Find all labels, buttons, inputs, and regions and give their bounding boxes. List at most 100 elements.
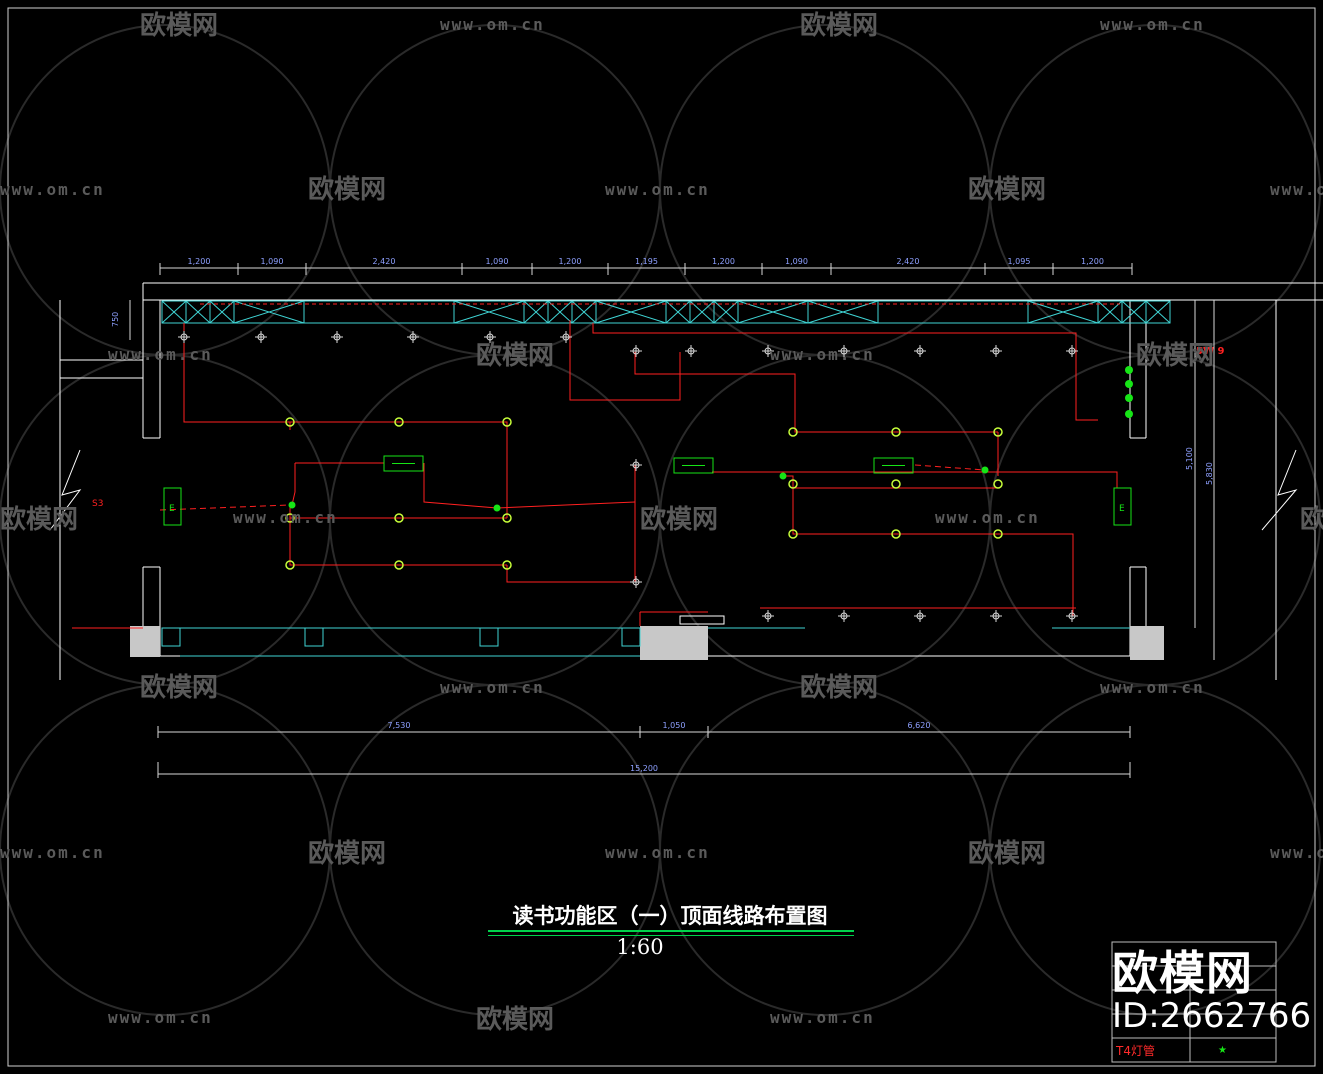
watermark-site: www.om.cn [605,843,710,862]
watermark-brand-text: 欧模网 [640,504,718,535]
watermark-site: www.om.cn [770,1008,875,1027]
junction-point [981,466,989,474]
break-symbol [49,449,82,531]
spotlight-fixture [840,347,848,355]
bottom-dimension-label: 6,620 [908,721,931,730]
watermark-brand-text: 欧模网 [968,838,1046,869]
bench-post [621,627,641,647]
downlight-fixture [502,560,512,570]
watermark-site: www.om.cn [1100,678,1205,697]
emergency-light [1113,487,1132,526]
spotlight-fixture [916,347,924,355]
watermark-brand-text: 欧模网 [1136,340,1214,371]
legend-table [1111,941,1277,1063]
cabinet-cross [595,300,667,324]
downlight-fixture [788,427,798,437]
top-dimension-label: 1,095 [1008,257,1031,266]
watermark-site: www.om.cn [108,1008,213,1027]
bottom-dimension-label: 7,530 [388,721,411,730]
wiring-runs [72,303,1120,629]
right-dimension-label: 5,830 [1205,462,1214,485]
watermark-site: www.om.cn [1270,180,1323,199]
top-dimension-label: 1,200 [188,257,211,266]
watermark-site: www.om.cn [1270,843,1323,862]
top-dimension-label: 2,420 [373,257,396,266]
corner-label: 5W 9 [1196,346,1224,357]
bench-post [304,627,324,647]
wire-run [291,463,296,506]
cabinet-cross [523,300,549,324]
top-dimension-label: 1,090 [261,257,284,266]
column-block [130,626,160,657]
downlight-fixture [285,513,295,523]
cabinet-cross [547,300,573,324]
wire-run [914,464,986,471]
watermark-circles [0,24,1321,1016]
watermark-site: www.om.cn [935,508,1040,527]
cabinet-cross [665,300,691,324]
spotlight-fixture [916,612,924,620]
downlight-fixture [891,479,901,489]
cabinet-cross [233,300,305,324]
watermark-circle [989,684,1321,1016]
watermark-brand-text: 欧模网 [140,672,218,703]
downlight-fixture [502,417,512,427]
break-symbol [1261,449,1298,531]
top-dimension-label: 1,200 [712,257,735,266]
cabinets [161,300,1171,657]
spotlight-fixture [632,461,640,469]
watermark-site: www.om.cn [440,15,545,34]
switch-wire [159,504,291,511]
spotlight-fixture [764,612,772,620]
wire-run [496,501,636,509]
cabinet-cell [1145,300,1171,324]
wall-lamp-fixture [1125,380,1133,388]
watermark-brand-text: 欧模网 [800,10,878,41]
watermark-site: www.om.cn [1100,15,1205,34]
watermark-site: www.om.cn [108,345,213,364]
cabinet-cross [689,300,715,324]
junction-point [779,472,787,480]
watermark-brand: 欧模网 [1112,946,1253,1000]
cabinet-cross [209,300,235,324]
top-dimension-label: 1,195 [635,257,658,266]
watermark-text: www.om.cn www.om.cn www.om.cn www.om.cn www.… [0,10,1323,1035]
spotlight-fixture [257,333,265,341]
spotlight-fixture [180,333,188,341]
watermark-id: ID:2662766 [1112,996,1312,1036]
spotlight-fixture [632,578,640,586]
cabinet-cross [737,300,809,324]
spotlight-fixture [687,347,695,355]
column-block [1130,626,1164,660]
exit-arrow-sign [383,455,424,472]
spotlight-fixture [840,612,848,620]
wire-run [783,475,1074,616]
downlight-fixture [394,560,404,570]
watermark-brand-text: 欧模网 [476,1004,554,1035]
title-underline-thin [488,935,854,936]
cabinet-cross [1121,300,1147,324]
emergency-light-label: E [1119,504,1125,514]
watermark-site: www.om.cn [770,345,875,364]
cabinet-cross [1097,300,1123,324]
downlight-fixture [285,417,295,427]
cabinet-cross [453,300,525,324]
spotlight-fixture [562,333,570,341]
wire-run [506,465,636,583]
top-dimension-label: 1,200 [559,257,582,266]
spotlight-fixture [486,333,494,341]
watermark-site: www.om.cn [0,180,105,199]
cabinet-cross [1145,300,1171,324]
cabinet-cross [185,300,211,324]
cabinet-cross [571,300,597,324]
watermark-site: www.om.cn [440,678,545,697]
wire-run [290,421,508,518]
watermark-brand-text: 欧模网 [308,174,386,205]
counter-item [679,615,725,625]
spotlight-fixture [632,347,640,355]
emergency-light [163,487,182,526]
wire-run [712,471,1118,488]
